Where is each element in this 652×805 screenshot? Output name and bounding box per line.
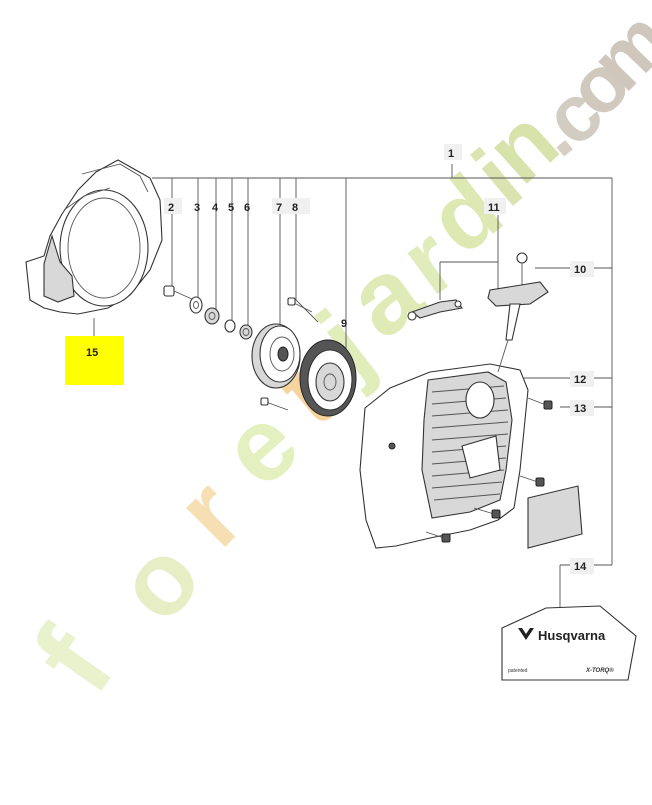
callout-1: 1	[448, 148, 454, 160]
callout-5: 5	[228, 202, 234, 214]
part-12-starter-housing	[359, 363, 529, 549]
callout-78-box	[272, 198, 310, 214]
callout-12: 12	[574, 374, 586, 386]
part-11-clip	[407, 299, 463, 321]
callout-2-box	[164, 198, 182, 214]
callout-12-box	[570, 371, 594, 387]
callout-15: 15	[86, 347, 98, 359]
callout-11-box	[484, 198, 506, 214]
callout-6: 6	[244, 202, 250, 214]
decal-right-text: X-TORQ®	[585, 667, 614, 674]
part-2-screw	[163, 285, 195, 301]
callout-13: 13	[574, 403, 586, 415]
part-14-label-plate	[527, 485, 583, 549]
callouts: 1 2 3 4 5 6 7 8 9 11 10 12 13 14 15	[65, 144, 594, 574]
part-15-cover	[25, 159, 163, 315]
part-5-nut	[224, 319, 236, 333]
part-6-spring-ring	[239, 324, 253, 340]
callout-3: 3	[194, 202, 200, 214]
callout-7: 7	[276, 202, 282, 214]
callout-10-box	[570, 261, 594, 277]
callout-13-box	[570, 400, 594, 416]
part-3-washer	[189, 296, 203, 314]
callout-2: 2	[168, 202, 174, 214]
part-4-bushing	[204, 307, 220, 325]
callout-11: 11	[488, 202, 500, 214]
callout-9: 9	[341, 318, 347, 330]
part-7-pulley	[251, 323, 301, 389]
part-9-spring-housing	[299, 339, 357, 417]
callout-4: 4	[212, 202, 219, 214]
decal-brand: Husqvarna	[538, 628, 606, 643]
part-13-screws	[425, 397, 553, 543]
part-10-handle	[487, 252, 549, 373]
callout-10: 10	[574, 264, 586, 276]
husqvarna-logo: Husqvarna	[518, 628, 606, 643]
callout-15-highlight	[65, 336, 124, 385]
decal-left-text: patented	[508, 668, 528, 674]
part-8-screws	[260, 297, 313, 411]
svg-text:f: f	[8, 606, 139, 714]
callout-14: 14	[574, 561, 587, 573]
svg-text:o: o	[94, 520, 224, 643]
husqvarna-decal: Husqvarna patented X-TORQ®	[501, 605, 637, 681]
callout-8: 8	[292, 202, 298, 214]
callout-14-box	[570, 558, 594, 574]
callout-1-box	[444, 144, 462, 160]
